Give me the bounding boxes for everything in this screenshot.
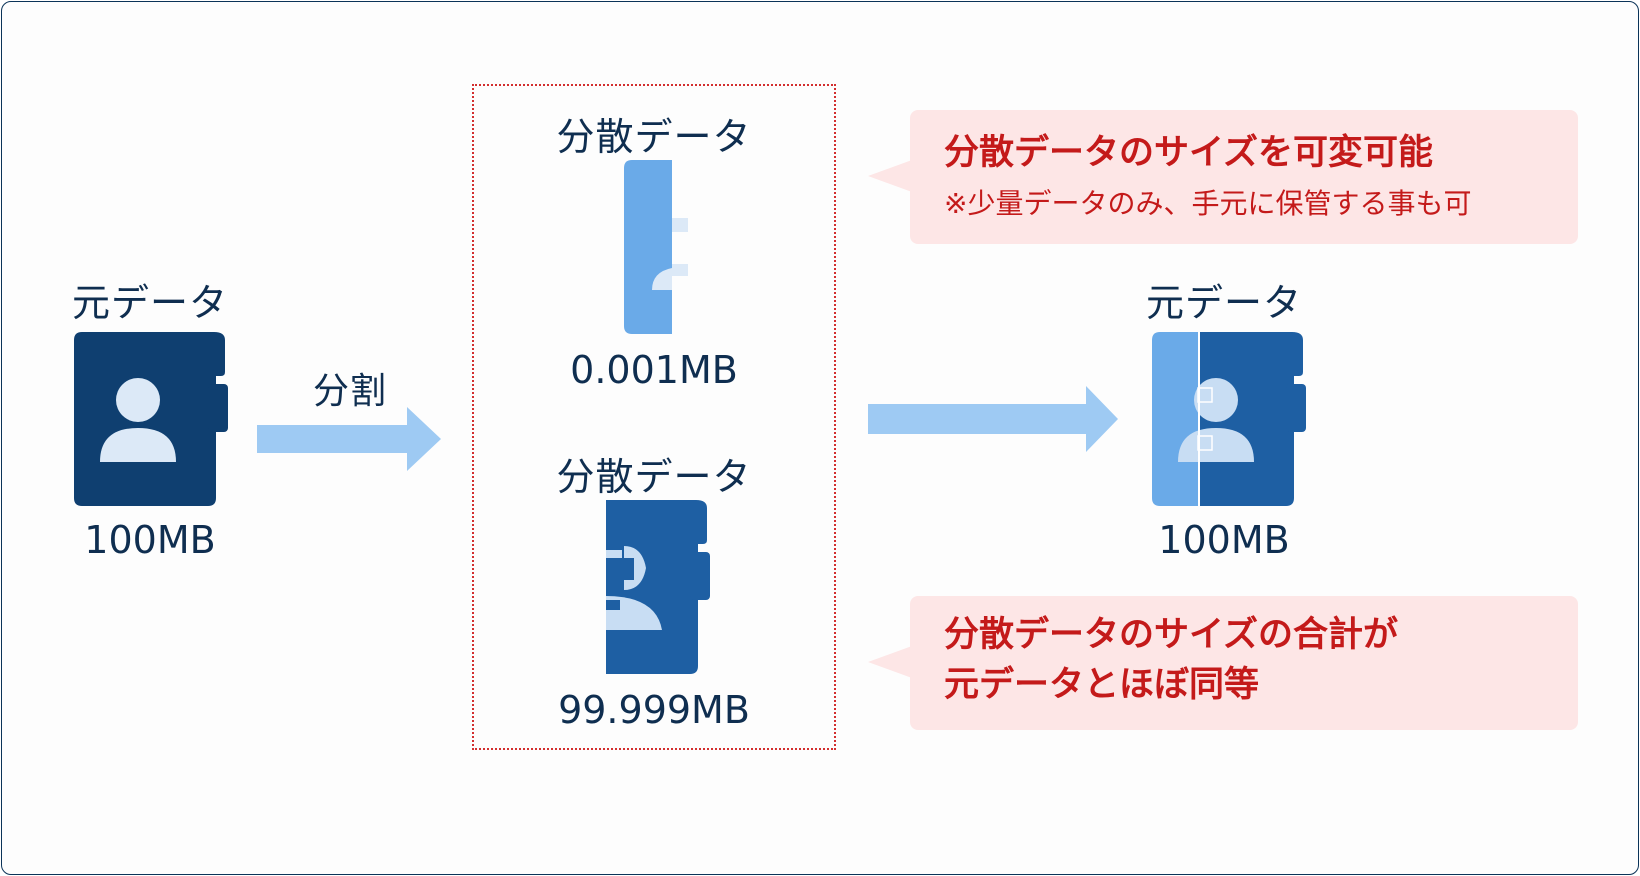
fragment-2-size: 99.999MB xyxy=(558,688,750,732)
fragment-1-size: 0.001MB xyxy=(570,348,738,392)
split-arrow-icon xyxy=(257,407,441,471)
callout-top-title: 分散データのサイズを可変可能 xyxy=(944,133,1433,173)
fragment-1-label: 分散データ xyxy=(556,115,752,159)
callout-tail xyxy=(868,646,912,678)
merge-arrow-icon xyxy=(868,386,1118,452)
original-data-label: 元データ xyxy=(71,281,228,325)
callout-variable-size: 分散データのサイズを可変可能 ※少量データのみ、手元に保管する事も可 xyxy=(868,110,1578,244)
callout-top-note: ※少量データのみ、手元に保管する事も可 xyxy=(944,187,1472,220)
original-data-icon xyxy=(74,332,228,506)
restored-data-icon xyxy=(1152,332,1306,506)
restored-data-label: 元データ xyxy=(1145,281,1302,325)
fragment-2-icon xyxy=(606,500,710,674)
callout-tail xyxy=(868,160,912,192)
fragment-2-label: 分散データ xyxy=(556,455,752,499)
callout-total-size: 分散データのサイズの合計が 元データとほぼ同等 xyxy=(868,596,1578,730)
split-label: 分割 xyxy=(312,371,387,412)
fragments-group xyxy=(472,84,836,750)
original-data-size: 100MB xyxy=(84,518,216,562)
restored-data-size: 100MB xyxy=(1158,518,1290,562)
callout-bottom-line2: 元データとほぼ同等 xyxy=(944,665,1260,705)
fragment-1-icon xyxy=(624,160,688,334)
callout-bottom-line1: 分散データのサイズの合計が xyxy=(944,615,1398,655)
